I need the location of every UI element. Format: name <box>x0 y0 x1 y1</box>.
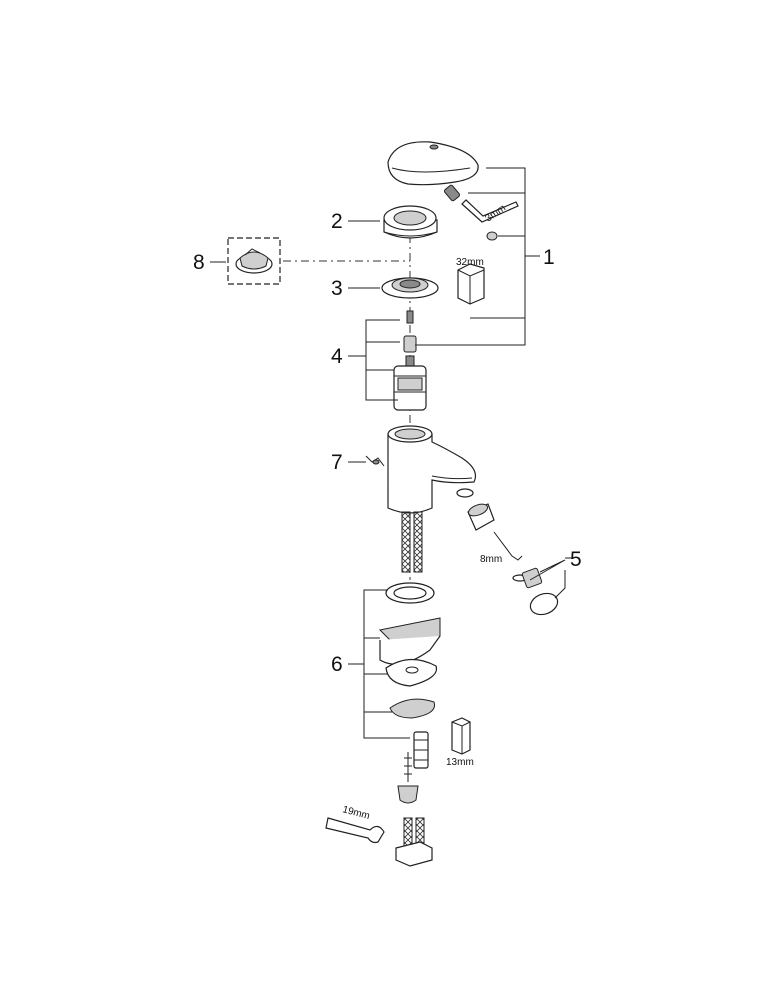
mounting-plate <box>385 658 438 687</box>
mounting-washer <box>378 617 441 665</box>
callout-7: 7 <box>331 451 343 474</box>
allen-key-3mm <box>461 199 519 223</box>
leader-lines <box>210 167 574 739</box>
aerator-key-size-label: 8mm <box>480 554 502 565</box>
callout-2: 2 <box>331 210 343 233</box>
temperature-limiter-box <box>227 237 281 285</box>
allen-key-size-label: 3mm <box>483 203 508 225</box>
faucet-body <box>387 425 477 514</box>
callout-8: 8 <box>193 251 205 274</box>
mounting-gasket <box>385 582 435 604</box>
wrench-size-label: 19mm <box>341 804 371 822</box>
callout-6: 6 <box>331 653 343 676</box>
cartridge <box>393 355 427 411</box>
callout-5: 5 <box>570 548 582 571</box>
small-screw <box>486 231 498 241</box>
aerator-key-8mm <box>493 531 523 561</box>
cover-cap <box>383 205 438 239</box>
cartridge-nut <box>381 277 439 299</box>
hex-socket-13mm <box>451 717 471 755</box>
grub-screw <box>443 184 461 202</box>
callout-1: 1 <box>543 246 555 269</box>
wrench-19mm <box>325 817 385 844</box>
hose-connectors <box>395 817 433 867</box>
aerator-seal <box>456 488 474 498</box>
fixing-plate <box>389 698 436 719</box>
lever-handle <box>387 141 479 186</box>
hex-socket-32mm <box>457 263 485 305</box>
pop-up-rod <box>365 455 385 467</box>
callout-3: 3 <box>331 277 343 300</box>
callout-4: 4 <box>331 345 343 368</box>
aerator-insert <box>512 567 559 616</box>
hex-socket-32-size-label: 32mm <box>456 257 484 268</box>
cartridge-screw <box>406 310 414 324</box>
cartridge-adapter <box>403 335 417 353</box>
flexible-hoses-top <box>401 511 423 573</box>
aerator-housing <box>467 503 495 531</box>
pop-up-plug <box>397 752 419 804</box>
hex-socket-13-size-label: 13mm <box>446 757 474 768</box>
threaded-stud <box>413 731 429 769</box>
